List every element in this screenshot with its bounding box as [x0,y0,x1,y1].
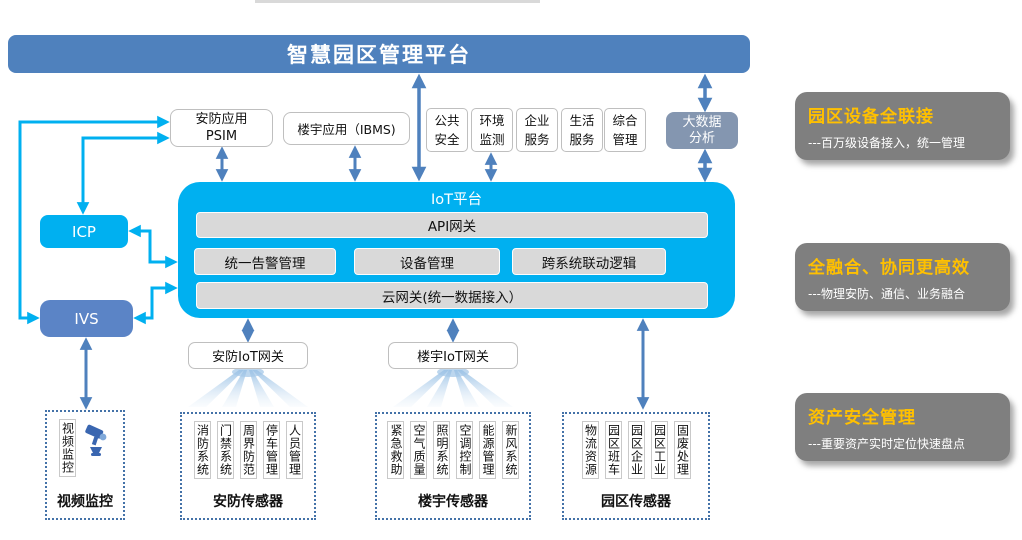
small-app-line: 生活 [569,113,595,128]
ivs-node: IVS [40,300,133,337]
sensor-column: 园区工业 [650,421,668,479]
psim-line2: PSIM [205,129,238,144]
app-box-enterprise-service: 企业 服务 [516,108,558,152]
small-app-line: 综合 [612,113,638,128]
api-gateway-bar: API网关 [196,212,708,238]
module-cross-system-linkage: 跨系统联动逻辑 [512,248,666,275]
top-strip [255,0,540,3]
sensor-group-video: 视频监控 视频监控 [45,410,125,520]
module-alarm-mgmt: 统一告警管理 [194,248,336,275]
app-box-ibms: 楼宇应用（IBMS) [283,112,410,145]
sensor-column: 空气质量 [410,421,427,479]
iot-platform: IoT平台 API网关 统一告警管理 设备管理 跨系统联动逻辑 云网关(统一数据… [178,182,735,318]
benefit-panel-convergence: 全融合、协同更高效 ---物理安防、通信、业务融合 [795,243,1010,311]
big-data-analysis-box: 大数据 分析 [666,112,738,149]
benefit-desc: ---百万级设备接入，统一管理 [808,136,965,150]
sensor-column: 物流资源 [581,421,599,479]
sensor-group-label: 园区传感器 [601,494,671,510]
small-app-line: 公共 [434,113,460,128]
sensor-column: 园区班车 [604,421,622,479]
sensor-column: 周界防范 [239,421,257,479]
sensor-column: 照明系统 [433,421,450,479]
sensor-column: 紧急救助 [387,421,404,479]
app-box-life-service: 生活 服务 [561,108,603,152]
psim-line1: 安防应用 [195,112,248,127]
small-app-line: 监测 [479,132,505,147]
sensor-group-security: 消防系统 门禁系统 周界防范 停车管理 人员管理 安防传感器 [180,412,316,520]
security-iot-gateway: 安防IoT网关 [188,342,308,369]
app-box-env-monitoring: 环境 监测 [471,108,513,152]
sensor-column: 新风系统 [502,421,519,479]
bigdata-line2: 分析 [688,130,715,146]
benefit-title: 资产安全管理 [808,408,916,428]
platform-banner: 智慧园区管理平台 [8,35,750,73]
app-box-psim: 安防应用 PSIM [170,109,273,147]
small-app-line: 服务 [524,132,550,147]
sensor-column: 门禁系统 [216,421,234,479]
module-device-mgmt: 设备管理 [354,248,500,275]
banner-title: 智慧园区管理平台 [287,43,471,67]
sensor-column: 园区企业 [627,421,645,479]
sensor-group-building: 紧急救助 空气质量 照明系统 空调控制 能源管理 新风系统 楼宇传感器 [375,412,531,520]
sensor-column: 消防系统 [193,421,211,479]
ibms-label: 楼宇应用（IBMS) [297,122,396,137]
small-app-line: 企业 [524,113,550,128]
sensor-column: 视频监控 [58,419,76,477]
small-app-line: 服务 [569,132,595,147]
benefit-title: 全融合、协同更高效 [808,258,970,278]
benefit-panel-asset-security: 资产安全管理 ---重要资产实时定位快速盘点 [795,393,1010,461]
iot-platform-title: IoT平台 [430,192,482,208]
sensor-column: 能源管理 [479,421,496,479]
benefit-title: 园区设备全联接 [808,107,934,127]
benefit-panel-device-connection: 园区设备全联接 ---百万级设备接入，统一管理 [795,92,1010,160]
benefit-desc: ---物理安防、通信、业务融合 [808,287,965,301]
app-box-public-safety: 公共 安全 [426,108,468,152]
small-app-line: 安全 [434,132,460,147]
steel-arrows [79,73,713,410]
app-box-comprehensive-mgmt: 综合 管理 [604,108,646,152]
ptz-camera-icon [84,424,106,456]
sensor-column: 固废处理 [673,421,691,479]
sensor-group-label: 安防传感器 [213,494,283,510]
fan-rays [188,367,513,407]
bigdata-line1: 大数据 [682,114,722,130]
icp-node: ICP [40,215,128,248]
sensor-group-label: 楼宇传感器 [418,494,488,510]
sensor-column: 空调控制 [456,421,473,479]
cyan-connectors [18,115,178,325]
benefit-desc: ---重要资产实时定位快速盘点 [808,437,965,451]
sensor-column: 人员管理 [285,421,303,479]
sensor-group-label: 视频监控 [57,494,113,510]
sensor-column: 停车管理 [262,421,280,479]
sensor-group-campus: 物流资源 园区班车 园区企业 园区工业 固废处理 园区传感器 [562,412,710,520]
small-app-line: 环境 [479,113,505,128]
cloud-gateway-bar: 云网关(统一数据接入） [196,282,708,309]
building-iot-gateway: 楼宇IoT网关 [388,342,518,369]
small-app-line: 管理 [612,132,638,147]
